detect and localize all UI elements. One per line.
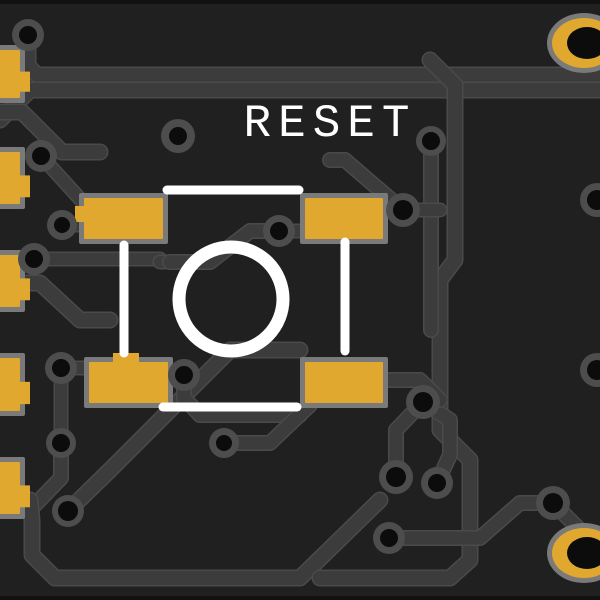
via-06 [46, 428, 76, 458]
mounting-hole-layer [547, 13, 600, 583]
via-17 [373, 522, 405, 554]
edge-pad-1 [0, 45, 30, 103]
trace-via11-run [217, 398, 317, 450]
via-09 [263, 215, 295, 247]
via-layer [12, 19, 600, 554]
trace-right-border [313, 53, 477, 585]
via-11 [209, 428, 239, 458]
via-07 [52, 495, 84, 527]
via-05 [45, 352, 77, 384]
switch-actuator-circle [172, 240, 290, 358]
mount-hole-bottom [547, 523, 600, 583]
pad-2-top-right [300, 193, 388, 244]
silkscreen-label-reset: RESET [243, 98, 416, 150]
switch-pad-layer [75, 193, 388, 408]
via-15 [379, 460, 413, 494]
pad-1-top-left [75, 193, 168, 244]
trace-left-diag-1 [0, 105, 107, 159]
via-01 [12, 19, 44, 51]
silkscreen-layer: RESET [119, 98, 416, 412]
via-16 [421, 467, 453, 499]
via-03 [47, 210, 77, 240]
edge-connector-pad-layer [0, 45, 30, 519]
via-19 [580, 183, 600, 217]
via-10 [168, 359, 200, 391]
mount-hole-top [547, 13, 600, 73]
pad-3-bottom-left [84, 353, 173, 408]
via-02 [25, 140, 57, 172]
via-04 [18, 243, 50, 275]
via-08 [161, 119, 195, 153]
via-13 [386, 193, 420, 227]
via-14 [406, 385, 440, 419]
board-edge-bottom [0, 596, 600, 600]
edge-pad-3 [0, 250, 30, 312]
silkscreen-outline-lines [119, 185, 350, 412]
board-edge-top [0, 0, 600, 4]
via-12 [416, 126, 446, 156]
edge-pad-5 [0, 457, 30, 519]
via-20 [580, 353, 600, 387]
edge-pad-2 [0, 147, 30, 209]
via-18 [536, 486, 570, 520]
edge-pad-4 [0, 353, 30, 416]
pad-4-bottom-right [300, 357, 388, 408]
